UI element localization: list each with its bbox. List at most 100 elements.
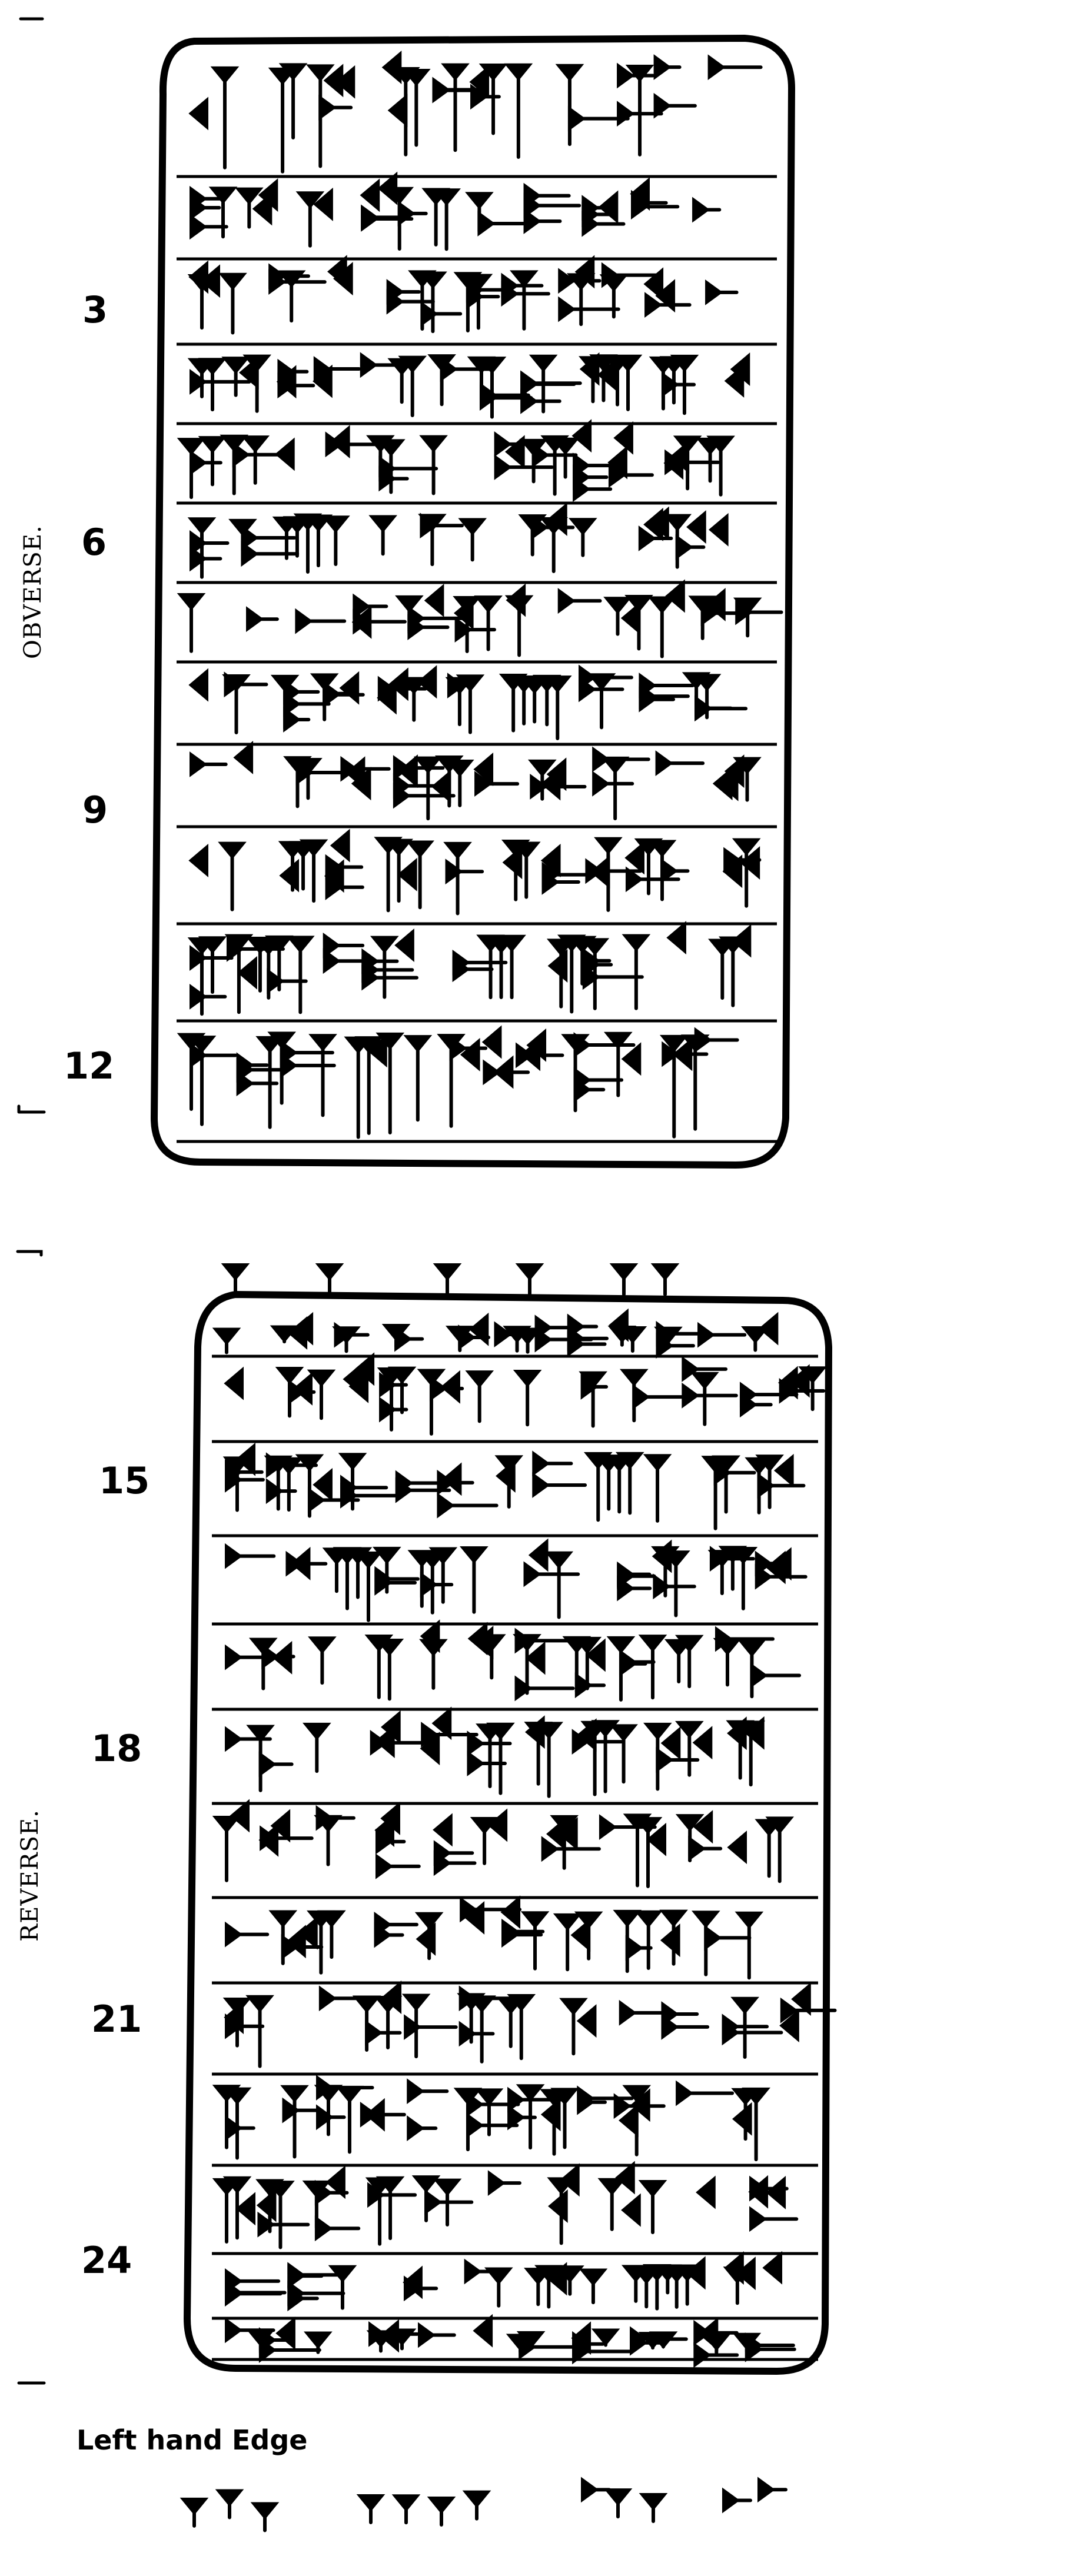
cuneiform-wedge [653,54,682,80]
cuneiform-wedge [419,435,448,495]
cuneiform-wedge [441,1462,462,1496]
cuneiform-wedge [791,1982,811,2016]
cuneiform-wedge [200,264,220,298]
cuneiform-wedge [693,2342,739,2368]
cuneiform-wedge [572,2338,634,2365]
line-number: 6 [81,521,107,564]
cuneiform-wedge [313,356,361,382]
cuneiform-wedge [279,858,300,893]
cuneiform-wedge [440,1370,460,1404]
cuneiform-wedge [643,267,664,301]
cuneiform-wedge [662,1550,690,1618]
cuneiform-wedge [682,1356,728,1382]
cuneiform-wedge [676,2080,735,2106]
line-number: 9 [82,788,108,831]
cuneiform-wedge [266,2181,295,2249]
cuneiform-wedge [344,1036,373,1139]
cuneiform-wedge [298,1916,318,1950]
cuneiform-wedge [378,455,438,482]
cuneiform-wedge [523,1561,580,1587]
cuneiform-wedge [466,284,500,310]
cuneiform-wedge [467,1730,512,1756]
cuneiform-wedge [520,1911,550,1971]
cuneiform-wedge [543,675,572,740]
cuneiform-wedge [222,674,251,734]
cuneiform-wedge [275,2317,295,2351]
cuneiform-wedge [321,515,350,566]
cuneiform-wedge [353,608,407,635]
cuneiform-wedge [757,1472,806,1499]
cuneiform-wedge [510,270,539,331]
cuneiform-wedge [325,854,364,880]
cuneiform-wedge [481,1025,502,1059]
cuneiform-wedge [597,2178,627,2231]
cuneiform-wedge [733,597,762,638]
line-number: 3 [82,288,108,331]
cuneiform-wedge [600,756,630,821]
cuneiform-wedge [241,435,270,485]
cuneiform-wedge [393,773,438,799]
cuneiform-wedge [613,354,643,411]
cuneiform-wedge [235,2192,255,2226]
cuneiform-wedge [417,665,437,699]
cuneiform-wedge [599,274,629,319]
cuneiform-wedge [749,2206,799,2232]
cuneiform-wedge [686,510,706,544]
cuneiform-wedge [398,355,427,418]
cuneiform-wedge [704,1925,752,1951]
cuneiform-wedge [277,358,309,385]
cuneiform-wedge [567,1313,599,1340]
cuneiform-wedge [354,1036,384,1135]
cuneiform-wedge [617,1575,652,1602]
cuneiform-wedge [655,750,705,777]
cuneiform-wedge [573,1032,636,1058]
cuneiform-wedge [755,1563,808,1590]
cuneiform-wedge [733,757,762,802]
cuneiform-wedge [338,1453,367,1511]
cuneiform-wedge [218,841,247,911]
cuneiform-wedge [313,187,333,221]
cuneiform-wedge [225,2013,265,2039]
cuneiform-wedge [224,1366,244,1400]
cuneiform-wedge [618,1326,647,1353]
cuneiform-wedge [314,1815,343,1866]
cuneiform-wedge [340,1482,403,1509]
cuneiform-wedge [546,938,576,1009]
cuneiform-wedge [500,1895,521,1929]
cuneiform-wedge [474,2088,504,2136]
cuneiform-wedge [750,1662,802,1689]
cuneiform-wedge [215,2489,244,2520]
cuneiform-wedge [432,188,461,251]
cuneiform-wedge [558,296,620,322]
cuneiform-wedge [544,1551,574,1619]
cuneiform-wedge [661,2014,710,2040]
cuneiform-wedge [335,65,355,99]
cuneiform-wedge [702,2333,731,2355]
line-number: 18 [91,1727,142,1770]
cuneiform-wedge [736,2257,756,2291]
cuneiform-wedge [420,1572,454,1598]
obverse-side-label: OBVERSE. [19,525,46,659]
cuneiform-wedge [617,1563,656,1589]
cuneiform-wedge [293,1312,314,1346]
cuneiform-wedge [624,841,644,875]
cuneiform-wedge [766,2175,786,2209]
cuneiform-wedge [419,1639,448,1690]
cuneiform-wedge [590,855,610,889]
cuneiform-wedge [639,2493,668,2524]
cuneiform-wedge [315,2104,346,2131]
cuneiform-wedge [707,54,763,81]
cuneiform-wedge [493,1055,514,1089]
cuneiform-wedge [587,673,616,730]
cuneiform-wedge [692,1726,713,1760]
cuneiform-wedge [634,1910,663,1970]
cuneiform-wedge [190,751,228,777]
cuneiform-wedge [190,545,222,572]
cuneiform-wedge [198,358,227,412]
cuneiform-wedge [758,1312,779,1346]
cuneiform-wedge [381,1981,402,2014]
cuneiform-wedge [511,841,541,899]
cuneiform-wedge [208,187,238,239]
cuneiform-wedge [386,279,421,305]
cuneiform-wedge [225,2281,283,2307]
